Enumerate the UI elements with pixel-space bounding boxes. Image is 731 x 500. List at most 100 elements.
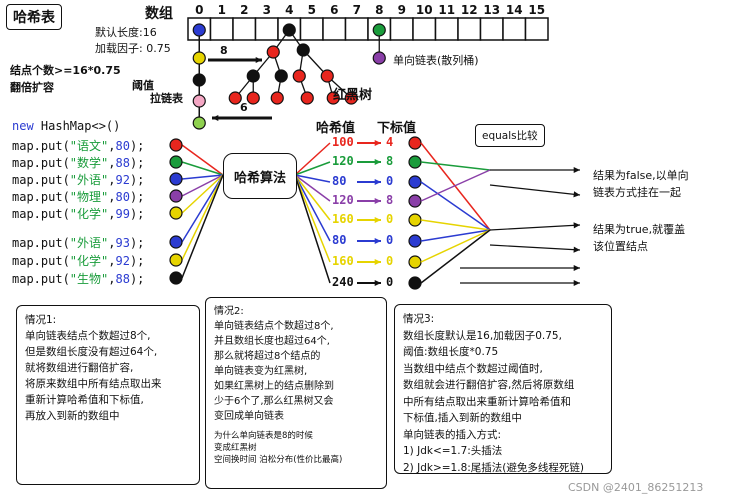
case-line: 将原来数组中所有结点取出来 (25, 378, 162, 390)
array-cell (322, 17, 347, 41)
code-token: "化学" (69, 254, 109, 268)
hash-to-index-arrow-head (374, 216, 381, 224)
code-token: ); (129, 173, 145, 187)
code-token: 88 (115, 156, 130, 170)
hash-to-value-line (294, 174, 331, 284)
index-value: 0 (386, 254, 394, 268)
hash-to-value-line (294, 174, 331, 263)
tree-node (274, 69, 288, 83)
code-dot (169, 155, 183, 169)
case1-box: 情况1: 单向链表结点个数超过8个,但是数组长度没有超过64个,就将数组进行翻倍… (16, 305, 200, 485)
code-token: ); (129, 272, 145, 286)
put-statement: map.put("物理",80); (12, 188, 144, 205)
case-line: 但是数组长度没有超过64个, (25, 346, 158, 358)
result-arrow-head (573, 264, 580, 272)
code-dot (169, 189, 183, 203)
case-line: 单向链表结点个数超过8个, (214, 321, 334, 332)
result-true-line: 该位置结点 (593, 240, 648, 253)
case-line: 数组就会进行翻倍扩容,然后将原数组 (403, 379, 575, 391)
array-cell (254, 17, 279, 41)
code-token: "化学" (69, 207, 109, 221)
chain-node (192, 116, 206, 130)
hash-to-index-arrow-head (374, 197, 381, 205)
code-dot (169, 235, 183, 249)
load-factor-label: 加载因子: 0.75 (95, 42, 171, 55)
hash-to-index-arrow-head (374, 178, 381, 186)
hash-value: 240 (332, 275, 354, 289)
tree-node (296, 43, 310, 57)
threshold-word: 阈值 (132, 79, 154, 92)
array-node-0 (192, 23, 206, 37)
array-index: 1 (217, 3, 226, 17)
array-index: 9 (397, 3, 406, 17)
index-value: 0 (386, 212, 394, 226)
code-token: , (108, 190, 116, 204)
hash-value-header: 哈希值 (316, 121, 356, 136)
index-dot (408, 194, 422, 208)
hash-to-index-arrow-head (374, 258, 381, 266)
equals-compare-box: equals比较 (475, 124, 545, 147)
case-line: 2) Jdk>=1.8:尾插法(避免多线程死链) (403, 461, 584, 474)
array-index: 7 (352, 3, 361, 17)
case1-title: 情况1: (25, 314, 57, 326)
index-value: 4 (386, 135, 394, 149)
index-to-result-line (420, 169, 491, 202)
array-label: 数组 (145, 6, 173, 22)
hash-value: 80 (332, 174, 347, 188)
threshold-formula: 结点个数>=16*0.75 (10, 64, 121, 77)
put-statement: map.put("外语",93); (12, 234, 144, 251)
result-arrow (489, 224, 581, 231)
index-to-result-line (420, 181, 491, 231)
put-statement: map.put("生物",88); (12, 270, 144, 287)
chain-node (192, 94, 206, 108)
index-value: 0 (386, 275, 394, 289)
array-cell (524, 17, 549, 41)
case2-title: 情况2: (214, 306, 244, 317)
code-to-hash-line (181, 144, 224, 176)
put-statement: map.put("数学",88); (12, 154, 144, 171)
array-index: 13 (483, 3, 501, 17)
hash-value: 160 (332, 254, 354, 268)
array-index: 10 (415, 3, 433, 17)
code-token: , (108, 272, 116, 286)
put-statement: map.put("化学",99); (12, 205, 144, 222)
index-to-result-line (420, 142, 491, 231)
case-line: 再放入到新的数组中 (25, 410, 120, 422)
array-index: 15 (528, 3, 546, 17)
code-token: ); (129, 156, 145, 170)
code-to-hash-line (181, 161, 224, 176)
arrow-label-8: 8 (220, 44, 228, 57)
code-token: , (108, 139, 116, 153)
case-line: 单向链表的插入方式: (403, 428, 502, 441)
code-to-hash-line (181, 174, 224, 180)
array-index: 14 (505, 3, 523, 17)
hashmap-declaration: new HashMap<>() (12, 119, 120, 133)
put-statement: map.put("化学",92); (12, 252, 144, 269)
result-arrow-head (573, 279, 580, 287)
tree-node (270, 91, 284, 105)
code-token: 93 (115, 236, 130, 250)
array-index: 4 (285, 3, 294, 17)
tree-node (320, 69, 334, 83)
index-dot (408, 213, 422, 227)
arrow-label-6: 6 (240, 101, 248, 114)
case-line: 阈值:数组长度*0.75 (403, 346, 499, 358)
hash-to-value-line (294, 142, 331, 176)
result-true-text: 结果为true,就覆盖 该位置结点 (593, 221, 685, 255)
code-token: map.put( (12, 272, 70, 286)
array-cell (299, 17, 324, 41)
hash-value: 80 (332, 233, 347, 247)
index-value: 8 (386, 193, 394, 207)
index-to-result-line (420, 219, 491, 231)
index-to-result-line (420, 229, 491, 242)
case-line: 空间换时间 泊松分布(性价比最高) (214, 455, 343, 465)
result-arrow-head (573, 222, 580, 229)
code-dot (169, 253, 183, 267)
code-token: , (108, 173, 116, 187)
default-length-label: 默认长度:16 (95, 26, 157, 39)
chain-node (192, 73, 206, 87)
case-line: 中所有结点取出来重新计算哈希值和 (403, 395, 571, 408)
case-line: 就将数组进行翻倍扩容, (25, 362, 134, 374)
case-line: 少于6个了,那么红黑树又会 (214, 396, 334, 407)
